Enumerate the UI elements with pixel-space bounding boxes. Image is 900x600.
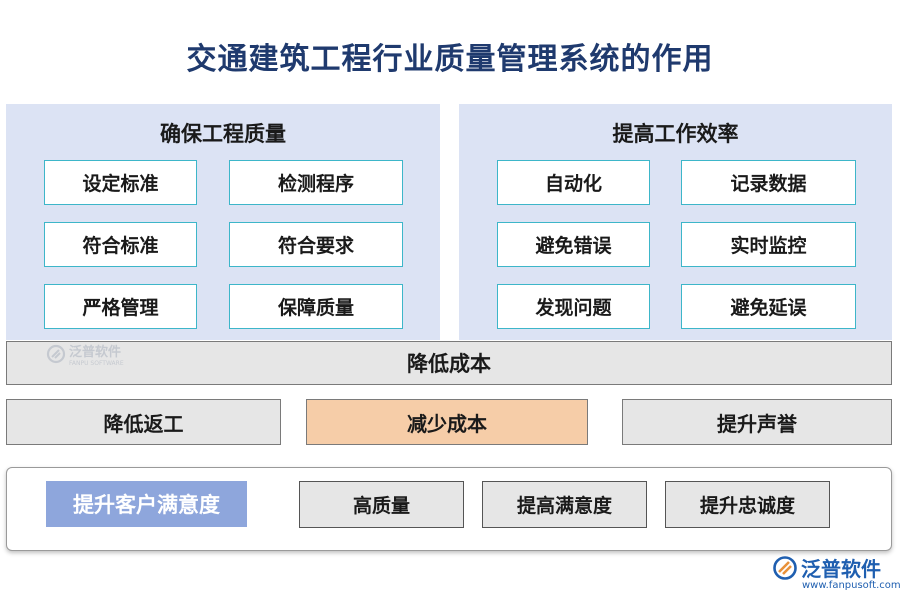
quality-panel-heading: 确保工程质量: [160, 122, 286, 146]
fanpu-logo-icon: [773, 555, 797, 580]
quality-item: 符合标准: [44, 222, 197, 267]
fanpu-logo-icon: [46, 344, 66, 364]
efficiency-item: 避免延误: [681, 284, 856, 329]
cost-reduction-bar: 降低成本: [6, 341, 892, 385]
efficiency-item: 自动化: [497, 160, 650, 205]
efficiency-item: 发现问题: [497, 284, 650, 329]
quality-item: 严格管理: [44, 284, 197, 329]
quality-item: 符合要求: [229, 222, 403, 267]
brand-url: www.fanpusoft.com: [802, 580, 900, 591]
watermark: 泛普软件 FANPU SOFTWARE: [46, 341, 124, 367]
page-title: 交通建筑工程行业质量管理系统的作用: [186, 42, 714, 77]
quality-panel: 确保工程质量 设定标准 检测程序 符合标准 符合要求 严格管理 保障质量: [6, 104, 440, 340]
cost-item: 提升声誉: [622, 399, 892, 445]
efficiency-item: 避免错误: [497, 222, 650, 267]
satisfaction-item: 提升忠诚度: [665, 481, 830, 528]
satisfaction-label: 提升客户满意度: [46, 481, 247, 527]
brand-logo: 泛普软件 www.fanpusoft.com: [772, 553, 900, 597]
quality-item: 设定标准: [44, 160, 197, 205]
efficiency-panel-heading: 提高工作效率: [612, 122, 739, 146]
watermark-sub: FANPU SOFTWARE: [69, 360, 124, 367]
brand-name: 泛普软件: [801, 557, 881, 581]
efficiency-item: 记录数据: [681, 160, 856, 205]
cost-item: 降低返工: [6, 399, 281, 445]
watermark-text: 泛普软件: [69, 345, 122, 360]
efficiency-panel: 提高工作效率 自动化 记录数据 避免错误 实时监控 发现问题 避免延误: [459, 104, 892, 340]
cost-item-highlight: 减少成本: [306, 399, 588, 445]
quality-item: 检测程序: [229, 160, 403, 205]
satisfaction-item: 高质量: [299, 481, 464, 528]
quality-item: 保障质量: [229, 284, 403, 329]
satisfaction-item: 提高满意度: [482, 481, 647, 528]
efficiency-item: 实时监控: [681, 222, 856, 267]
